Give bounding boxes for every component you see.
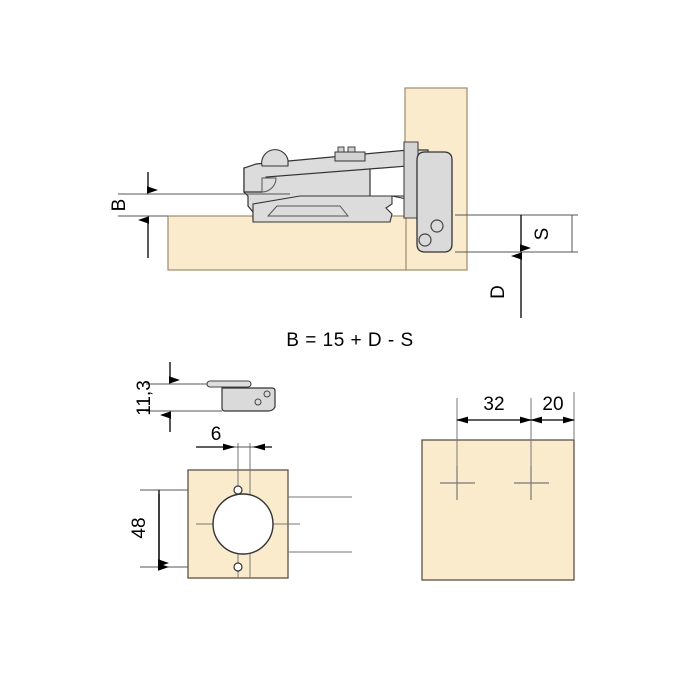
cup-bore-circle bbox=[212, 493, 274, 555]
dimension-label-s: S bbox=[532, 228, 553, 241]
plate-hole-upper bbox=[263, 390, 271, 398]
dimension-s: S bbox=[455, 214, 578, 253]
cabinet-panel-face bbox=[421, 439, 575, 581]
adjustment-screw bbox=[334, 146, 366, 162]
dimension-label-20: 20 bbox=[542, 394, 563, 415]
screw-hole-lower bbox=[233, 562, 243, 572]
dimension-6: 6 bbox=[196, 424, 272, 451]
plate-side-profile bbox=[206, 380, 276, 412]
mounting-plate-tab bbox=[403, 141, 419, 219]
dimension-20: 20 bbox=[530, 394, 575, 424]
plate-body bbox=[221, 387, 276, 412]
dimension-label-11-3: 11,3 bbox=[134, 380, 155, 416]
door-face-view: 6 48 bbox=[129, 424, 352, 579]
mounting-plate bbox=[416, 151, 453, 253]
dimension-label-b: B bbox=[109, 199, 130, 212]
hinge-cup-recess bbox=[266, 205, 350, 217]
door-panel bbox=[167, 215, 407, 271]
cabinet-side-view: 32 20 bbox=[421, 392, 575, 581]
mounting-plate-hole-upper bbox=[430, 219, 444, 233]
hinge-cam-boss bbox=[261, 149, 289, 167]
crosshair-left bbox=[440, 466, 475, 500]
plate-detail-view: 11,3 bbox=[134, 362, 276, 432]
plate-top-rail bbox=[206, 380, 252, 388]
screw-hole-upper bbox=[233, 485, 243, 495]
dimension-label-6: 6 bbox=[211, 424, 222, 445]
mounting-plate-hole-lower bbox=[418, 233, 432, 247]
formula-text: B = 15 + D - S bbox=[286, 330, 413, 351]
dimension-label-48: 48 bbox=[129, 517, 150, 538]
hinge-arm bbox=[243, 149, 409, 193]
plate-hole-lower bbox=[254, 398, 262, 406]
dimension-48: 48 bbox=[129, 489, 188, 571]
dimension-label-d: D bbox=[488, 285, 509, 299]
hinge-assembly bbox=[243, 141, 453, 253]
dimension-b: B bbox=[109, 172, 290, 258]
crosshair-right bbox=[514, 466, 549, 500]
dimension-32: 32 bbox=[456, 394, 532, 424]
dimension-d: D bbox=[488, 252, 522, 318]
section-view: B S D bbox=[109, 87, 578, 318]
dimension-label-32: 32 bbox=[483, 394, 504, 415]
hinge-shoulder bbox=[261, 177, 277, 193]
